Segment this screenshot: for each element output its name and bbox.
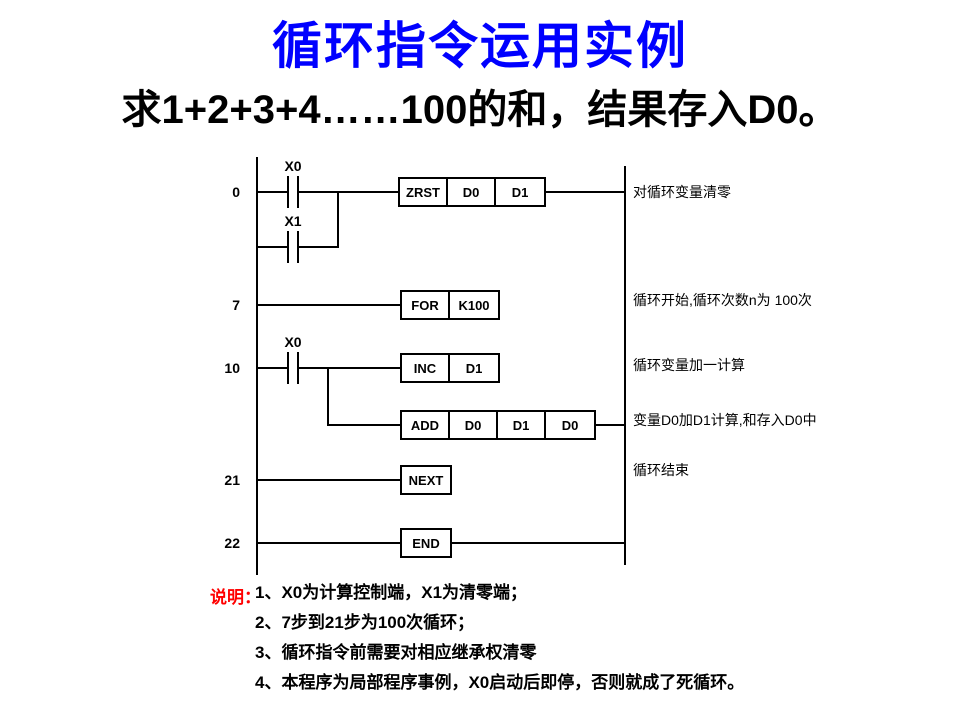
wire-h: [299, 246, 339, 248]
operand-cell: D0: [561, 417, 579, 433]
step-number-10: 10: [224, 360, 240, 376]
operand-cell: D1: [498, 412, 546, 438]
wire-h: [256, 479, 401, 481]
operand-cell: D1: [511, 184, 529, 200]
wire-h: [450, 542, 625, 544]
wire-h: [327, 424, 401, 426]
wire-h: [256, 542, 401, 544]
instruction-block-zrst: ZRST D0 D1: [398, 177, 546, 207]
wire-h: [256, 191, 287, 193]
instruction-cell: ADD: [402, 412, 450, 438]
wire-h: [256, 246, 287, 248]
slide-title: 循环指令运用实例: [272, 18, 688, 74]
wire-h: [299, 191, 399, 193]
operand-cell: D0: [450, 412, 498, 438]
wire-v-branch: [327, 367, 329, 426]
instruction-cell: FOR: [402, 292, 450, 318]
contact-label: X0: [284, 334, 302, 350]
wire-h: [544, 191, 625, 193]
rung-comment: 循环开始,循环次数n为 100次: [633, 292, 812, 308]
wire-v-branch: [337, 191, 339, 248]
contact-bar: [297, 176, 299, 208]
contact-label: X1: [284, 213, 302, 229]
left-rail: [256, 157, 258, 575]
contact-x0: X0: [284, 158, 302, 208]
note-item-2: 2、7步到21步为100次循环；: [255, 613, 475, 632]
contact-x0: X0: [284, 334, 302, 384]
notes-label: 说明：: [210, 588, 261, 607]
instruction-cell: NEXT: [408, 472, 444, 488]
contact-x1: X1: [284, 213, 302, 263]
rung-comment: 变量D0加D1计算,和存入D0中: [633, 412, 817, 428]
step-number-0: 0: [232, 184, 240, 200]
step-number-22: 22: [224, 535, 240, 551]
note-item-3: 3、循环指令前需要对相应继承权清零: [255, 643, 537, 662]
contact-bar: [287, 231, 289, 263]
wire-h: [594, 424, 625, 426]
note-item-1: 1、X0为计算控制端，X1为清零端；: [255, 583, 528, 602]
rung-comment: 对循环变量清零: [633, 184, 731, 200]
operand-cell: D0: [448, 179, 496, 205]
instruction-block-end: END: [400, 528, 452, 558]
wire-h: [256, 367, 287, 369]
step-number-7: 7: [232, 297, 240, 313]
operand-cell: D1: [465, 360, 483, 376]
slide-subtitle: 求1+2+3+4……100的和，结果存入D0。: [121, 88, 839, 132]
instruction-cell: ZRST: [400, 179, 448, 205]
contact-bar: [287, 176, 289, 208]
instruction-block-add: ADD D0 D1 D0: [400, 410, 596, 440]
rung-comment: 循环结束: [633, 462, 689, 478]
instruction-cell: END: [412, 535, 440, 551]
contact-label: X0: [284, 158, 302, 174]
wire-h: [256, 304, 401, 306]
wire-h: [299, 367, 401, 369]
contact-bar: [297, 231, 299, 263]
rung-comment: 循环变量加一计算: [633, 357, 745, 373]
note-item-4: 4、本程序为局部程序事例，X0启动后即停，否则就成了死循环。: [255, 673, 745, 692]
instruction-block-for: FOR K100: [400, 290, 500, 320]
instruction-block-next: NEXT: [400, 465, 452, 495]
right-rail: [624, 166, 626, 565]
step-number-21: 21: [224, 472, 240, 488]
instruction-cell: INC: [402, 355, 450, 381]
contact-bar: [287, 352, 289, 384]
operand-cell: K100: [458, 297, 490, 313]
contact-bar: [297, 352, 299, 384]
instruction-block-inc: INC D1: [400, 353, 500, 383]
